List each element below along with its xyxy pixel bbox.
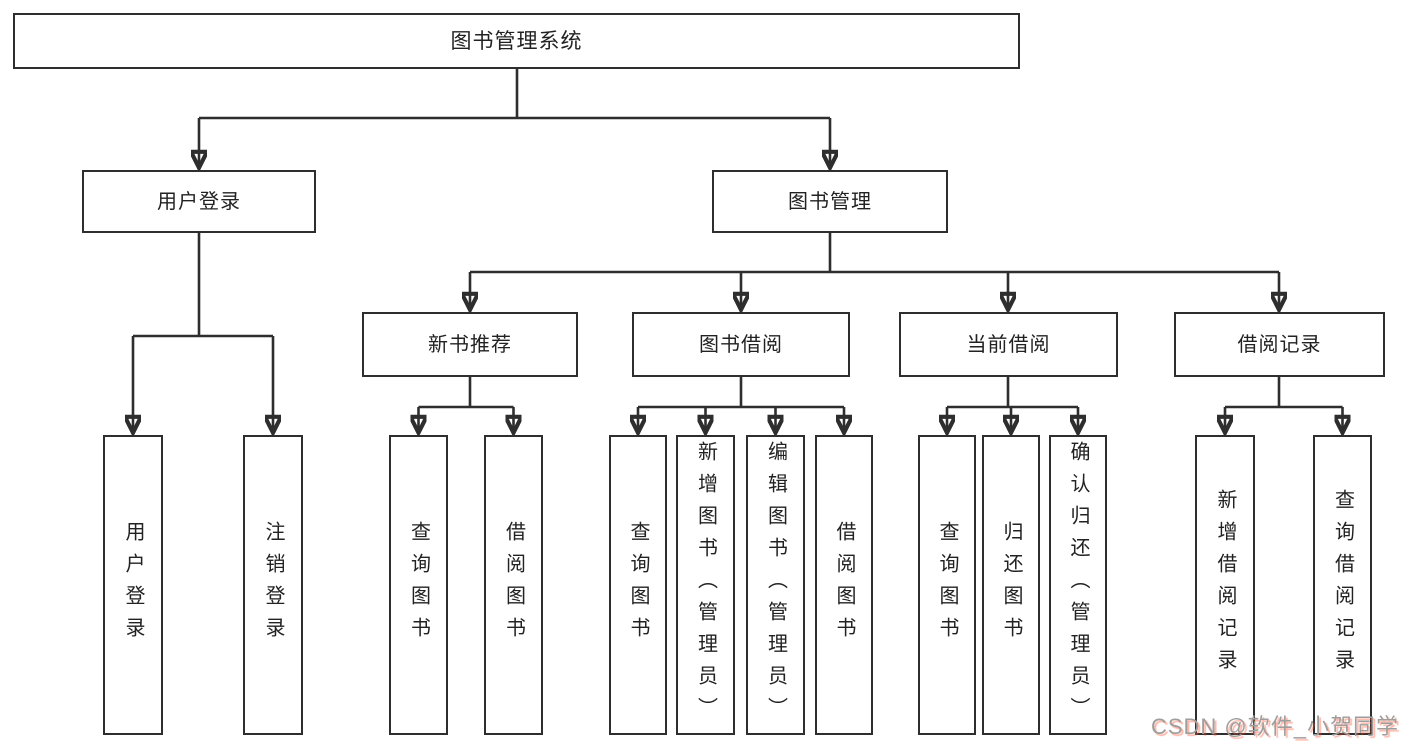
connector-current-borrow-children: [947, 377, 1078, 428]
leaf-borrowing-edit-books-admin: 编辑图书（管理员）: [746, 435, 805, 735]
leaf-user-login: 用户登录: [103, 435, 163, 735]
node-label: 归还图书: [1000, 521, 1022, 649]
connector-borrow-record-children: [1225, 377, 1343, 428]
leaf-logout: 注销登录: [243, 435, 303, 735]
leaf-borrowing-add-books-admin: 新增图书（管理员）: [676, 435, 735, 735]
node-label: 当前借阅: [966, 333, 1051, 356]
leaf-current-return-books: 归还图书: [982, 435, 1040, 735]
node-label: 用户登录: [157, 190, 241, 213]
leaf-newbook-query-books: 查询图书: [389, 435, 448, 735]
node-label: 确认归还（管理员）: [1067, 441, 1089, 729]
connector-user-login-children: [133, 233, 273, 428]
node-new-book-recommendation: 新书推荐: [362, 312, 578, 377]
node-label: 查询图书: [407, 521, 430, 649]
leaf-borrowing-borrow-books: 借阅图书: [815, 435, 873, 735]
leaf-current-query-books: 查询图书: [918, 435, 976, 735]
node-label: 查询图书: [627, 521, 649, 649]
node-label: 借阅图书: [833, 521, 855, 649]
connector-book-borrow-children: [638, 377, 844, 428]
node-label: 用户登录: [122, 521, 144, 649]
leaf-newbook-borrow-books: 借阅图书: [484, 435, 543, 735]
node-borrowing-records: 借阅记录: [1174, 312, 1385, 377]
connector-new-book-children: [419, 377, 514, 428]
node-label: 查询图书: [936, 521, 958, 649]
node-label: 借阅图书: [502, 521, 525, 649]
node-user-login: 用户登录: [82, 170, 316, 233]
node-library-management-system: 图书管理系统: [13, 13, 1020, 69]
node-book-borrowing: 图书借阅: [632, 312, 850, 377]
node-label: 新书推荐: [428, 333, 512, 356]
node-label: 图书借阅: [699, 333, 783, 356]
connector-root-to-level2: [199, 69, 830, 163]
node-label: 借阅记录: [1237, 333, 1322, 356]
leaf-borrowing-query-books: 查询图书: [609, 435, 667, 735]
node-label: 新增借阅记录: [1214, 489, 1236, 681]
node-label: 编辑图书（管理员）: [764, 441, 787, 729]
node-label: 图书管理: [788, 190, 872, 213]
node-current-borrowing: 当前借阅: [899, 312, 1118, 377]
node-book-management: 图书管理: [712, 170, 948, 233]
connector-book-management-children: [470, 233, 1279, 305]
leaf-record-query-borrow-record: 查询借阅记录: [1313, 435, 1372, 735]
leaf-record-add-borrow-record: 新增借阅记录: [1195, 435, 1255, 735]
csdn-watermark: CSDN @软件_小贺同学: [1150, 714, 1399, 739]
node-label: 注销登录: [262, 521, 284, 649]
node-label: 图书管理系统: [450, 29, 583, 53]
node-label: 查询借阅记录: [1331, 489, 1354, 681]
node-label: 新增图书（管理员）: [694, 441, 717, 729]
leaf-current-confirm-return-admin: 确认归还（管理员）: [1049, 435, 1107, 735]
